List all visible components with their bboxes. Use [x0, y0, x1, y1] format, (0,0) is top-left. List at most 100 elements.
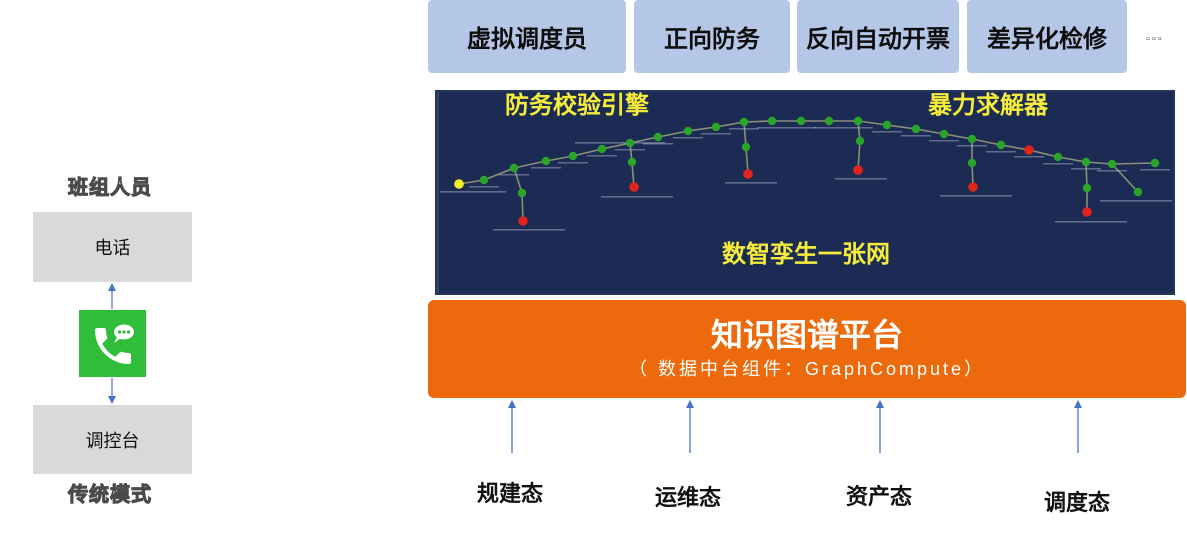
graph-node — [768, 117, 776, 125]
graph-node — [480, 176, 488, 184]
graph-node — [740, 118, 748, 126]
node-caption-mark — [1055, 221, 1127, 223]
node-caption-mark — [1043, 163, 1073, 165]
graph-node — [629, 182, 639, 192]
graph-node — [968, 182, 978, 192]
node-caption-mark — [1100, 200, 1172, 202]
control-desk-box: 调控台 — [33, 405, 192, 474]
node-caption-mark — [601, 196, 673, 198]
app-reverse-auto-ticket: 反向自动开票 — [797, 0, 959, 73]
knowledge-graph-platform: 知识图谱平台 （ 数据中台组件：GraphCompute） — [428, 300, 1186, 398]
node-caption-mark — [929, 140, 959, 142]
graph-node — [598, 145, 606, 153]
node-caption-mark — [835, 178, 887, 180]
phone-chat-icon — [79, 310, 146, 377]
graph-edge — [744, 121, 772, 122]
graph-node — [912, 125, 920, 133]
node-caption-mark — [615, 149, 645, 151]
app-label: 虚拟调度员 — [467, 19, 587, 54]
node-caption-mark — [940, 195, 1012, 197]
graph-edge — [858, 121, 887, 125]
graph-node — [542, 157, 550, 165]
traditional-mode-label: 传统模式 — [30, 483, 190, 507]
control-desk-label: 调控台 — [86, 427, 140, 453]
graph-node — [997, 141, 1005, 149]
graph-edge — [1112, 163, 1155, 164]
graph-node — [854, 117, 862, 125]
node-caption-mark — [843, 127, 873, 129]
graph-node — [968, 135, 976, 143]
node-caption-mark — [558, 162, 588, 164]
graph-node — [1082, 207, 1092, 217]
graph-edge — [972, 139, 1001, 145]
node-caption-mark — [575, 142, 665, 144]
graph-node — [968, 159, 976, 167]
graph-edge — [916, 129, 944, 134]
node-caption-mark — [469, 186, 499, 188]
phone-box-label: 电话 — [95, 234, 131, 260]
node-caption-mark — [901, 135, 931, 137]
graph-node — [856, 137, 864, 145]
node-caption-mark — [872, 131, 902, 133]
node-caption-mark — [1071, 168, 1101, 170]
source-operation-state: 运维态 — [628, 485, 748, 511]
graph-edge — [688, 127, 716, 131]
graph-edge — [1058, 157, 1086, 162]
graph-node — [569, 152, 577, 160]
source-planning-state: 规建态 — [450, 481, 570, 507]
node-caption-mark — [786, 127, 816, 129]
node-caption-mark — [587, 155, 617, 157]
graph-node — [510, 164, 518, 172]
node-caption-mark — [440, 191, 506, 193]
graph-node — [518, 189, 526, 197]
graph-edge — [658, 131, 688, 137]
graph-node — [883, 121, 891, 129]
node-caption-mark — [729, 128, 759, 130]
app-differential-maintenance: 差异化检修 — [967, 0, 1127, 73]
node-caption-mark — [493, 229, 565, 231]
app-label: 反向自动开票 — [806, 19, 950, 54]
graph-node — [628, 158, 636, 166]
node-caption-mark — [725, 182, 777, 184]
graph-node — [742, 143, 750, 151]
graph-node — [1082, 158, 1090, 166]
node-caption-mark — [499, 174, 529, 176]
source-dispatch-state: 调度态 — [1017, 490, 1137, 516]
node-caption-mark — [673, 137, 703, 139]
graph-edge — [887, 125, 916, 129]
defense-check-engine-label: 防务校验引擎 — [505, 93, 649, 119]
app-label: 差异化检修 — [987, 19, 1107, 54]
graph-node — [626, 139, 634, 147]
graph-node — [1134, 188, 1142, 196]
graph-edge — [716, 122, 744, 127]
graph-node — [797, 117, 805, 125]
graph-node — [1083, 184, 1091, 192]
platform-title: 知识图谱平台 — [428, 318, 1186, 352]
digital-twin-network-label: 数智孪生一张网 — [722, 242, 890, 268]
graph-node — [1024, 145, 1034, 155]
graph-node — [825, 117, 833, 125]
graph-node — [940, 130, 948, 138]
digital-twin-graph-panel: 防务校验引擎 暴力求解器 数智孪生一张网 — [435, 90, 1175, 295]
node-caption-mark — [757, 127, 787, 129]
node-caption-mark — [957, 145, 987, 147]
brute-force-solver-label: 暴力求解器 — [928, 93, 1048, 119]
graph-edge — [1112, 164, 1138, 192]
graph-node — [684, 127, 692, 135]
node-caption-mark — [986, 151, 1016, 153]
graph-node — [454, 179, 464, 189]
app-virtual-dispatcher: 虚拟调度员 — [428, 0, 626, 73]
graph-node — [654, 133, 662, 141]
phone-chat-icon-graphic — [79, 310, 146, 377]
graph-edge — [602, 143, 630, 149]
graph-node — [853, 165, 863, 175]
graph-node — [1054, 153, 1062, 161]
node-caption-mark — [814, 127, 844, 129]
icon-background — [79, 310, 146, 377]
node-caption-mark — [701, 133, 731, 135]
graph-edge — [573, 149, 602, 156]
team-members-label: 班组人员 — [30, 176, 190, 200]
app-forward-defense: 正向防务 — [634, 0, 790, 73]
app-label: 正向防务 — [664, 19, 760, 54]
phone-box: 电话 — [33, 212, 192, 282]
